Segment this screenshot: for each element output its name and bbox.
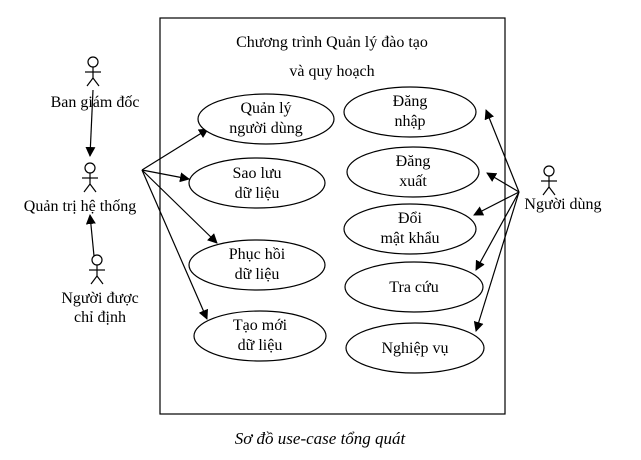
arrow-admin-to-sao-luu: [141, 169, 190, 183]
use-case-doi-mat-khau: [343, 203, 477, 255]
use-case-label: xuất: [399, 173, 427, 190]
use-case-dang-xuat: [346, 146, 480, 198]
arrow-admin-to-phuc-hoi: [141, 169, 218, 244]
use-case-nghiep-vu: [345, 322, 485, 374]
arrow-user-to-doi-mat-khau: [473, 191, 520, 216]
use-case-label: mật khẩu: [380, 230, 439, 247]
arrow-user-to-dang-nhap: [484, 109, 520, 193]
actor-nguoi-dung: [541, 165, 557, 196]
arrow-user-to-dang-xuat: [486, 172, 520, 193]
use-case-label: Phục hồi: [229, 246, 286, 263]
use-case-label: Quản lý: [240, 100, 291, 117]
actor-label-quan-tri: Quản trị hệ thống: [24, 198, 136, 215]
use-case-label: Nghiệp vụ: [381, 340, 448, 357]
arrow-ndcd-to-qtht: [85, 214, 96, 257]
actor-label-ban-giam-doc: Ban giám đốc: [51, 94, 140, 111]
actor-nguoi-duoc-chi-dinh: [89, 254, 105, 285]
use-case-dang-nhap: [343, 86, 477, 138]
arrow-admin-to-quan-ly-nguoi-dung: [141, 128, 209, 171]
use-case-phuc-hoi-du-lieu: [188, 239, 326, 291]
use-case-tao-moi-du-lieu: [193, 310, 327, 362]
use-case-label: dữ liệu: [238, 337, 283, 354]
system-title-line1: Chương trình Quản lý đào tạo: [236, 34, 428, 51]
arrow-user-to-nghiep-vu: [473, 191, 520, 332]
use-case-label: người dùng: [229, 120, 303, 137]
arrow-admin-to-tao-moi: [141, 169, 208, 320]
use-case-label: Tra cứu: [389, 279, 438, 296]
arrow-bgd-to-qtht: [85, 89, 96, 157]
system-boundary: [159, 17, 506, 415]
use-case-label: nhập: [394, 113, 425, 130]
use-case-sao-luu-du-lieu: [188, 157, 326, 209]
actor-ban-giam-doc: [85, 56, 101, 87]
use-case-label: dữ liệu: [235, 185, 280, 202]
use-case-label: Tạo mới: [233, 317, 288, 334]
arrow-user-to-tra-cuu: [475, 191, 520, 271]
use-case-label: Sao lưu: [232, 165, 281, 182]
actor-label-nguoi-dung: Người dùng: [524, 196, 601, 213]
use-case-quan-ly-nguoi-dung: [197, 93, 335, 145]
diagram-caption: Sơ đồ use-case tổng quát: [235, 429, 407, 448]
actor-label-nguoi-duoc-chi-dinh-1: Người được: [61, 290, 138, 307]
use-case-label: dữ liệu: [235, 266, 280, 283]
system-title-line2: và quy hoạch: [289, 63, 374, 80]
actor-quan-tri-he-thong: [82, 162, 98, 193]
use-case-tra-cuu: [344, 261, 484, 313]
use-case-label: Đăng: [396, 153, 431, 170]
actor-label-nguoi-duoc-chi-dinh-2: chỉ định: [74, 309, 126, 326]
use-case-label: Đăng: [393, 93, 428, 110]
use-case-label: Đổi: [398, 210, 423, 227]
